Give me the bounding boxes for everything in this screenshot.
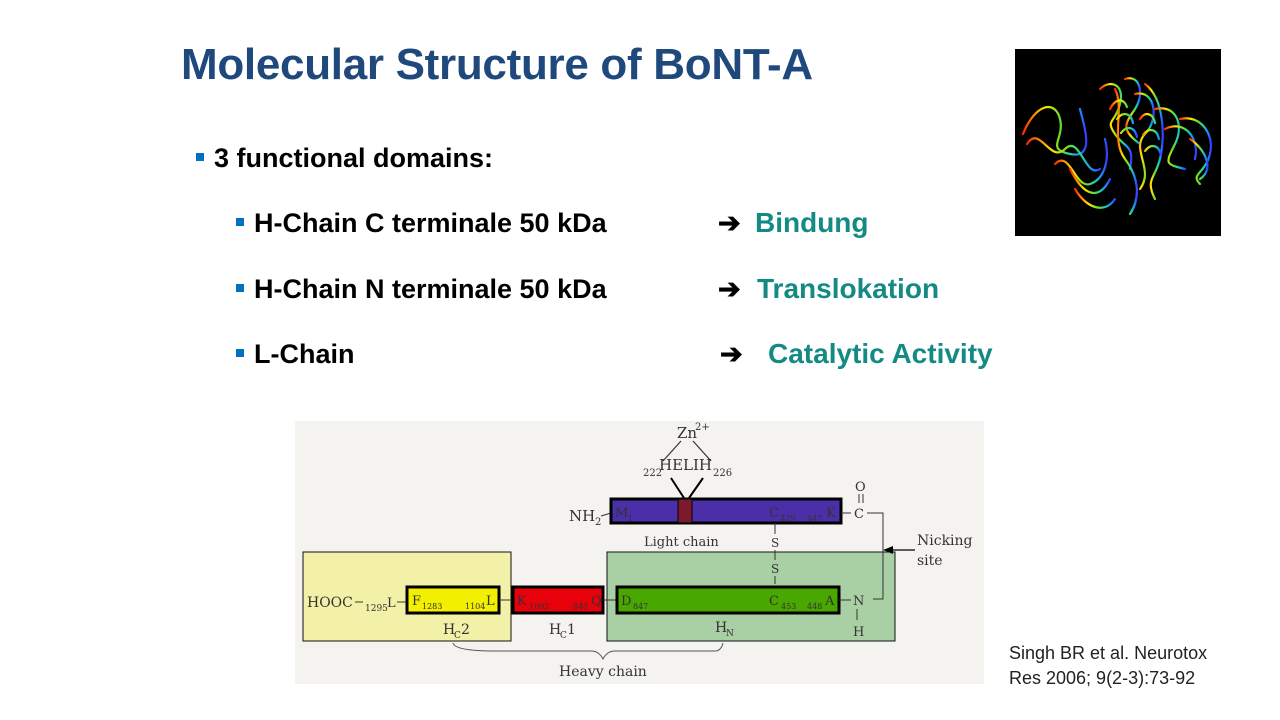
hc1-domain-label: H (549, 622, 561, 638)
motif-end-number: 226 (713, 468, 732, 479)
hn-a-number: 448 (807, 602, 822, 611)
light-k-label: K (826, 506, 836, 521)
zn-label: Zn (677, 424, 697, 442)
hooc-number: 1295 (365, 604, 388, 614)
hc2-f-number: 1283 (422, 602, 442, 611)
hc2-domain-label-sub: C (454, 631, 461, 641)
nicking-site-label-line2: site (917, 553, 943, 569)
domain-label-hc-c: H-Chain C terminale 50 kDa (254, 208, 607, 238)
light-c-label: C (769, 506, 779, 521)
amide-n: N (853, 594, 864, 609)
hn-c-number: 453 (781, 602, 796, 611)
peptide-bond-link (867, 512, 884, 600)
hn-a-label: A (824, 594, 835, 609)
hc2-l-label: L (486, 594, 495, 609)
disulfide-s1: S (771, 536, 779, 550)
hn-d-label: D (621, 594, 631, 609)
domain-label-l-chain: L-Chain (254, 339, 355, 369)
light-chain-label: Light chain (644, 535, 719, 550)
hc2-domain-label: H (443, 622, 455, 638)
citation-line-2: Res 2006; 9(2-3):73-92 (1009, 668, 1196, 688)
bullet-marker (236, 218, 244, 226)
hooc-label: HOOC (307, 595, 353, 611)
domain-label-hc-n: H-Chain N terminale 50 kDa (254, 274, 607, 304)
amide-h: H (853, 625, 864, 640)
main-bullet-text: 3 functional domains: (214, 143, 494, 173)
light-m-number: 1 (628, 514, 633, 523)
hn-d-number: 847 (633, 602, 648, 611)
helih-motif: HELIH (659, 456, 712, 474)
bullet-marker (236, 349, 244, 357)
hn-domain-label: H (715, 620, 727, 636)
nicking-arrow-icon (883, 546, 893, 554)
hc1-end-number: 849 (573, 602, 588, 611)
domain-function-binding: Bindung (755, 207, 869, 238)
hc2-end-number: 1104 (465, 602, 485, 611)
heavy-chain-brace (452, 642, 724, 661)
carbonyl-o: O (855, 480, 866, 495)
arrow-icon: ➔ (718, 208, 741, 238)
hc1-domain-label-sub: C (560, 631, 567, 641)
nicking-site-label: Nicking (917, 533, 973, 549)
nh2-label: NH (569, 507, 595, 525)
hc1-k-number: 1092 (529, 602, 549, 611)
zn-charge: 2+ (695, 422, 710, 433)
domain-function-translocation: Translokation (757, 273, 940, 304)
hc1-domain-label-tail: 1 (567, 622, 576, 638)
protein-ribbon-illustration (1021, 77, 1213, 216)
hc2-l-left: L (387, 596, 396, 611)
hn-domain-label-sub: N (726, 629, 734, 639)
light-chain-bar (609, 497, 843, 525)
domain-function-catalytic: Catalytic Activity (768, 338, 993, 369)
light-k-number: 447 (807, 514, 822, 523)
carbonyl-c: C (854, 507, 864, 522)
hn-bar (615, 585, 841, 615)
citation: Singh BR et al. Neurotox Res 2006; 9(2-3… (1009, 641, 1207, 691)
nh2-subscript: 2 (595, 517, 601, 528)
hc2-domain-label-tail: 2 (461, 622, 470, 638)
protein-structure-image (1015, 49, 1221, 236)
light-c-number: 429 (780, 514, 795, 523)
motif-start-number: 222 (643, 468, 662, 479)
slide-title: Molecular Structure of BoNT-A (181, 40, 813, 89)
disulfide-s2: S (771, 562, 779, 576)
heavy-chain-label: Heavy chain (559, 664, 647, 680)
domain-diagram-svg: Zn 2+ 222 HELIH 226 NH 2 M 1 C 429 447 K… (302, 422, 973, 680)
hc1-k-label: K (517, 594, 527, 609)
arrow-icon: ➔ (718, 274, 741, 304)
light-m-label: M (615, 506, 628, 521)
hc1-q-label: Q (591, 594, 602, 609)
domain-structure-diagram: Zn 2+ 222 HELIH 226 NH 2 M 1 C 429 447 K… (295, 421, 984, 684)
citation-line-1: Singh BR et al. Neurotox (1009, 643, 1208, 663)
hc2-f-label: F (412, 594, 421, 609)
bullet-marker (236, 284, 244, 292)
bullet-marker (196, 153, 204, 161)
zinc-binding-site (677, 498, 693, 524)
hn-c-label: C (769, 594, 779, 609)
arrow-icon: ➔ (720, 339, 743, 369)
